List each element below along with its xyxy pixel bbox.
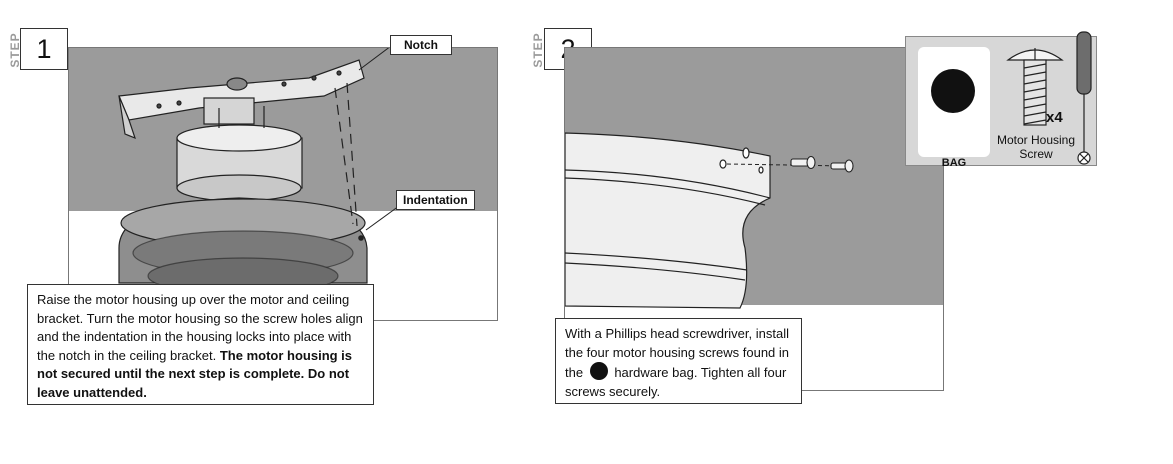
screw-label-line1: Motor Housing <box>996 133 1076 147</box>
bag-label: BAG <box>941 157 967 169</box>
alignment-lines <box>334 82 358 227</box>
screw-label: Motor Housing Screw <box>988 133 1084 161</box>
ceiling-bracket <box>118 59 365 140</box>
step1-illustration-panel <box>68 47 498 321</box>
step1-text-regular: Raise the motor housing up over the moto… <box>37 292 363 363</box>
step2-instructions: With a Phillips head screwdriver, instal… <box>555 318 802 404</box>
indentation-callout: Indentation <box>396 190 475 210</box>
bag-marker-dot <box>931 69 975 113</box>
step1-motor-housing-illustration <box>118 48 400 295</box>
hardware-inset: BAG x4 Motor Housing Screw <box>905 36 1097 169</box>
hardware-bag: BAG <box>918 47 990 169</box>
screw-icon <box>1006 48 1064 126</box>
step2-housing-screws-illustration <box>565 132 854 309</box>
screw-insertion-path <box>726 163 848 167</box>
motor-housing-side-view <box>565 132 771 309</box>
step2-text-before: With a Phillips head screwdriver, instal… <box>565 326 790 380</box>
step1-number: 1 <box>20 28 68 70</box>
motor-housing <box>118 197 368 295</box>
motor-housing-screws <box>790 155 854 173</box>
screw-quantity: x4 <box>1046 109 1063 126</box>
step2-tag: STEP <box>531 32 545 68</box>
step1-instructions: Raise the motor housing up over the moto… <box>27 284 374 405</box>
step2-text-after: hardware bag. Tighten all four screws se… <box>565 365 787 399</box>
hardware-bag-dot-icon <box>589 362 608 380</box>
screw-label-line2: Screw <box>1019 147 1053 161</box>
step1-text-warning: The motor housing is not secured until t… <box>37 347 353 400</box>
motor <box>176 106 303 202</box>
notch-callout: Notch <box>390 35 452 55</box>
phillips-screwdriver-icon <box>1076 31 1092 165</box>
